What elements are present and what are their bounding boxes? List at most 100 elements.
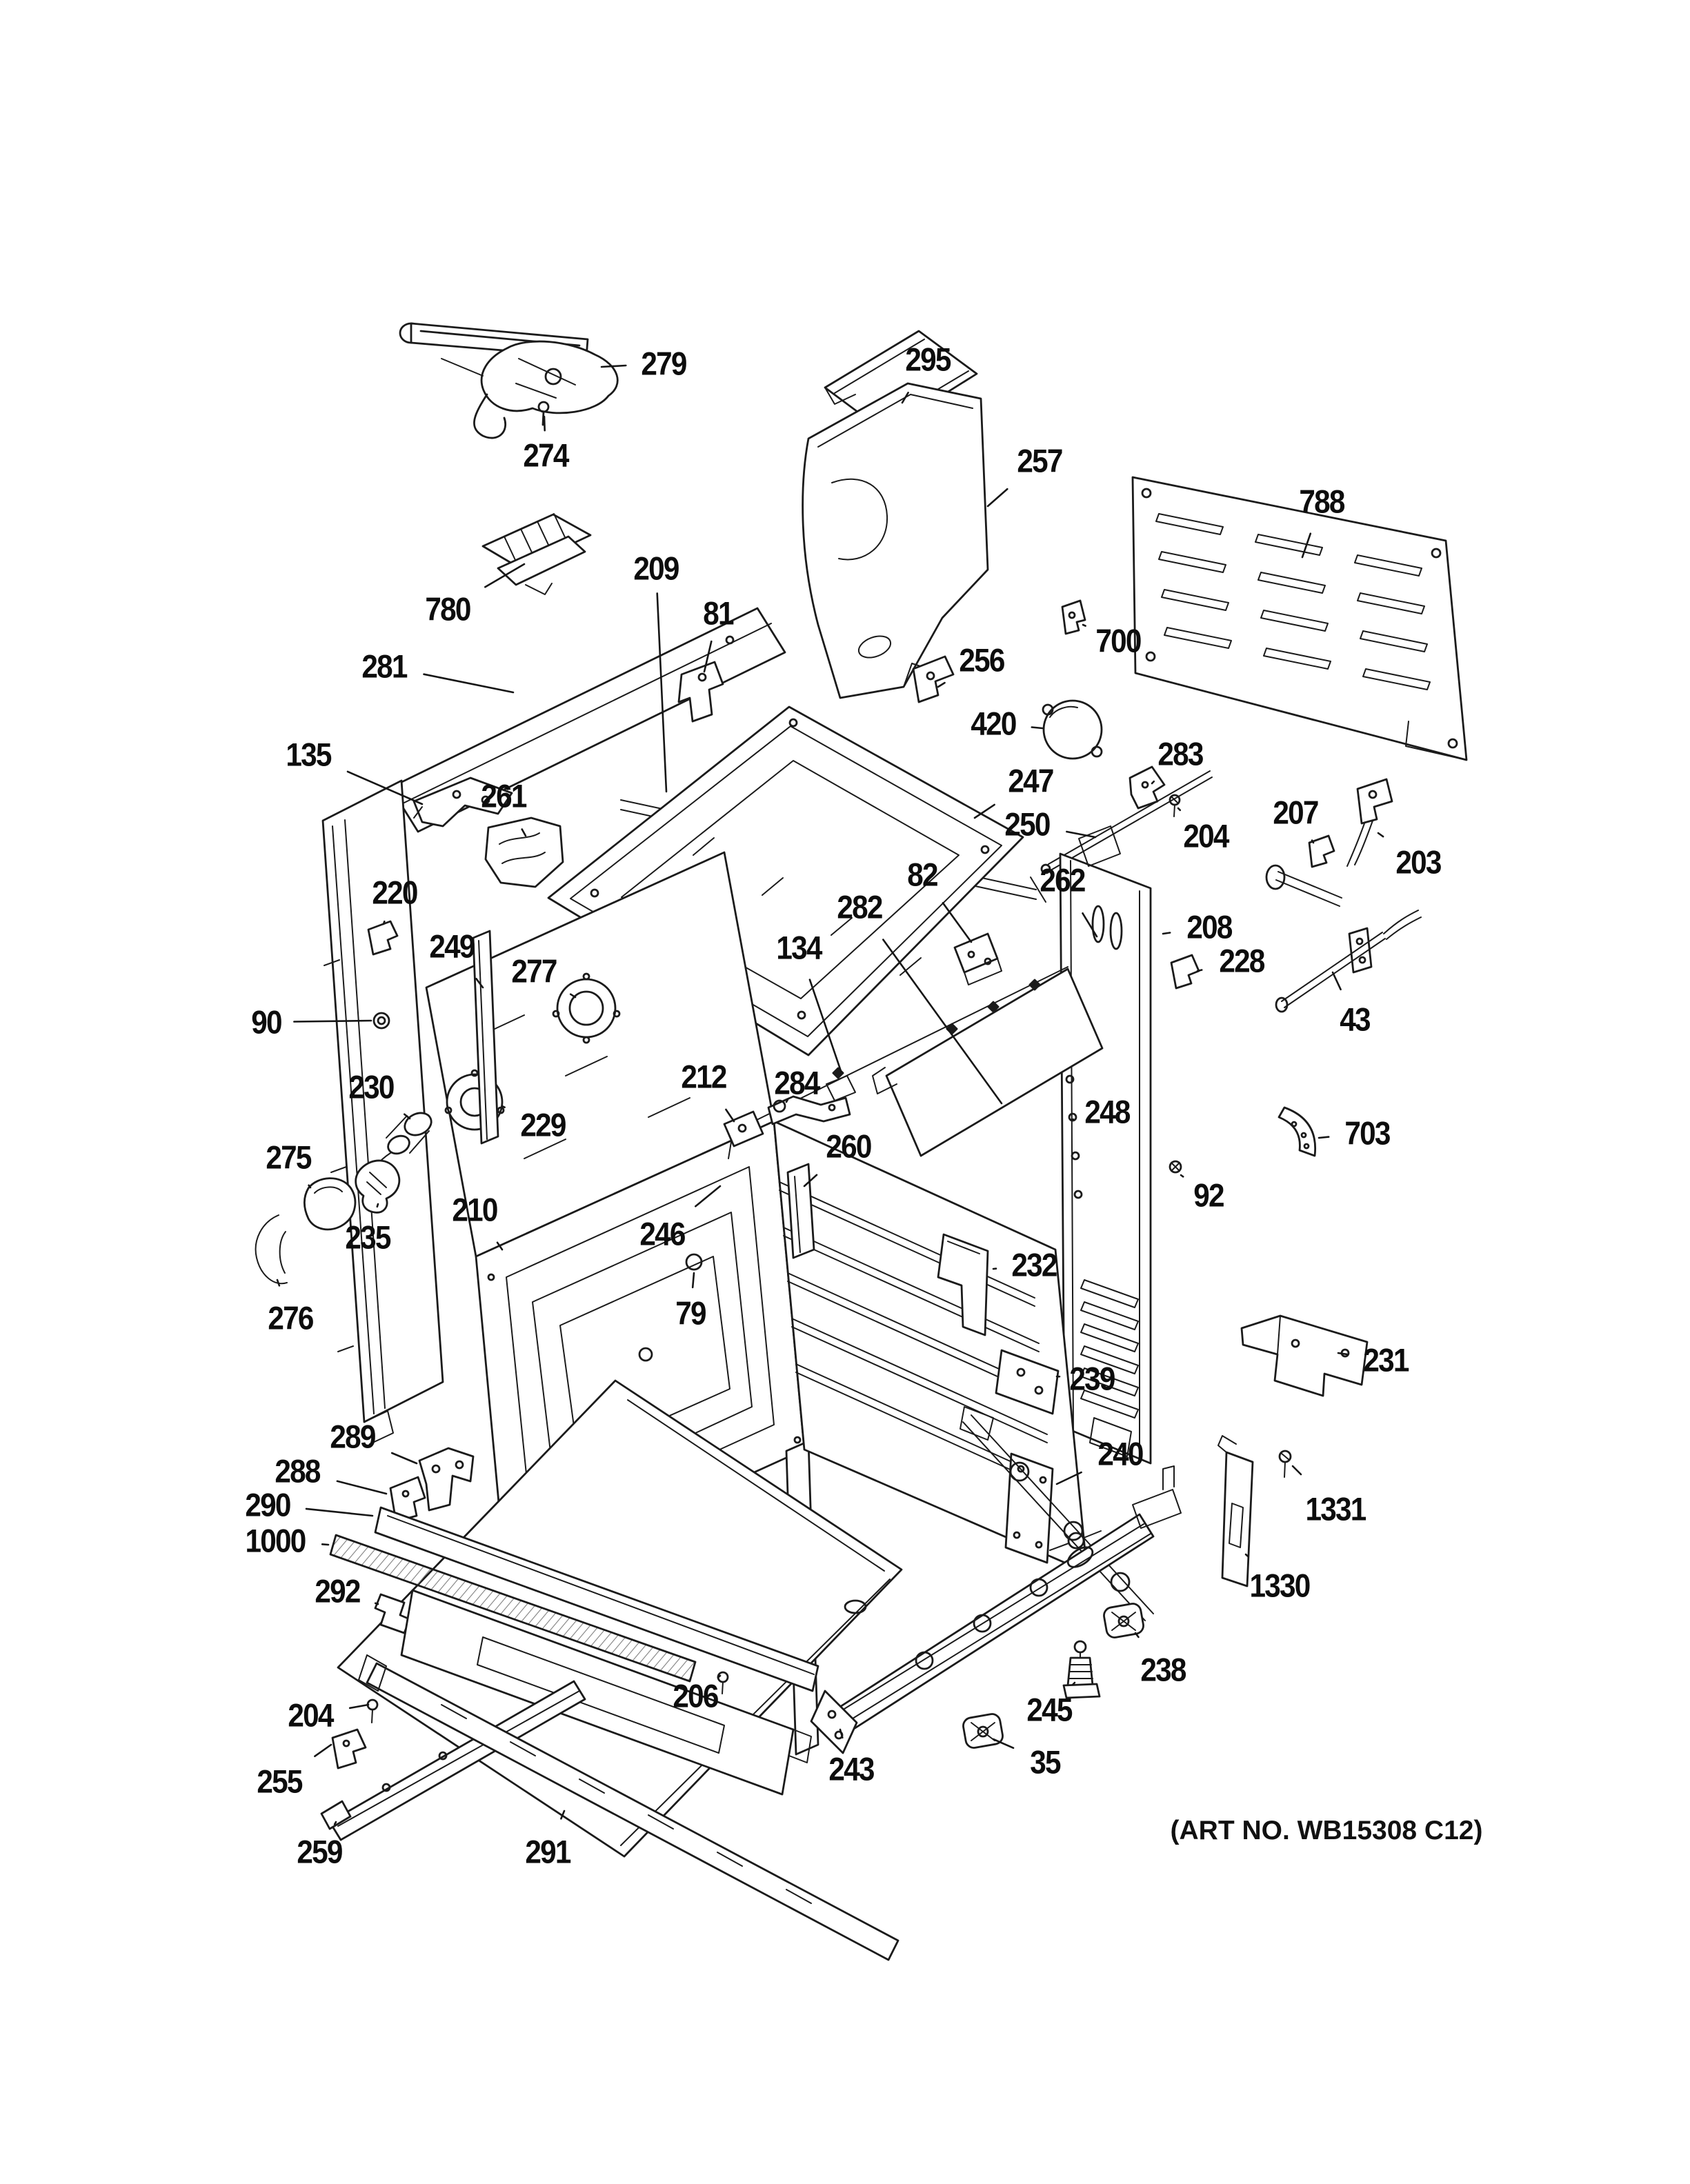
front-lower-panel	[400, 1589, 812, 1796]
leader-line-1331	[1291, 1465, 1302, 1476]
lamp-socket-230	[368, 1112, 433, 1177]
leader-line-247	[973, 803, 995, 819]
rear-panel-788	[1131, 476, 1468, 761]
leader-line-1330	[1244, 1553, 1249, 1557]
leader-line-207	[1311, 839, 1315, 844]
leader-line-90	[293, 1019, 372, 1023]
igniter-203	[1265, 778, 1393, 907]
leader-line-135	[346, 770, 424, 805]
art-number: (ART NO. WB15308 C12)	[1170, 1816, 1483, 1845]
air-duct-panel-257	[802, 382, 989, 699]
leader-line-284	[785, 1099, 789, 1103]
leader-line-420	[1031, 726, 1044, 730]
leader-line-288	[336, 1480, 388, 1495]
leader-line-276	[276, 1279, 281, 1287]
leader-line-235	[376, 1203, 379, 1208]
right-rear-panel-248	[1059, 825, 1152, 1465]
latch-keeper-82	[953, 932, 1002, 985]
leader-line-289	[390, 1452, 418, 1465]
clip-228	[1170, 954, 1200, 990]
leader-line-81	[703, 640, 713, 673]
leader-line-257	[986, 488, 1008, 508]
leader-line-212	[725, 1108, 735, 1123]
leader-line-1000	[321, 1543, 330, 1546]
lamp-lens-275	[303, 1177, 357, 1231]
leader-line-82	[942, 902, 973, 943]
screw-1331	[1278, 1450, 1292, 1478]
lock-rod-250	[1040, 770, 1213, 874]
leader-line-292	[374, 1602, 379, 1605]
leader-line-262	[1082, 912, 1098, 938]
leader-line-700	[1082, 623, 1086, 627]
leader-line-277	[569, 993, 577, 999]
leader-line-238	[1134, 1632, 1140, 1639]
leader-line-204	[1177, 807, 1182, 812]
leader-line-230	[403, 1113, 411, 1120]
screw-204-bottom	[366, 1699, 379, 1723]
leader-line-249	[475, 977, 484, 989]
leader-line-788	[1301, 532, 1312, 559]
leader-line-79	[691, 1272, 695, 1289]
leader-line-35	[992, 1738, 1015, 1749]
clip-255	[331, 1728, 367, 1770]
leader-line-246	[694, 1185, 722, 1208]
front-bracket-289	[418, 1447, 475, 1512]
leader-line-92	[1180, 1174, 1184, 1178]
leader-line-245	[1071, 1681, 1076, 1686]
drawer-glide-243	[810, 1465, 1182, 1754]
leader-line-256	[937, 681, 946, 688]
clip-220	[367, 920, 399, 956]
screw-274	[537, 401, 550, 426]
screw-92	[1169, 1160, 1182, 1174]
leader-line-259	[333, 1821, 337, 1825]
base-right-rail	[960, 1406, 1154, 1621]
clip-292	[374, 1593, 411, 1634]
leader-line-243	[839, 1728, 844, 1739]
leader-line-275	[308, 1184, 312, 1189]
leader-line-291	[560, 1810, 566, 1820]
bracket-231	[1240, 1314, 1369, 1397]
bracket-283	[1129, 765, 1166, 810]
side-insulation-sheet-281	[389, 607, 786, 833]
leader-line-274	[543, 415, 546, 432]
slide-channel-260	[786, 1163, 815, 1259]
leader-line-255	[314, 1743, 332, 1757]
leader-line-231	[1337, 1352, 1348, 1356]
leader-line-279	[600, 364, 627, 368]
round-cover-420	[1042, 699, 1103, 760]
leader-line-248	[1069, 1118, 1075, 1121]
leader-line-203	[1377, 832, 1384, 838]
leader-line-208	[1162, 932, 1171, 935]
support-bracket-239	[995, 1349, 1060, 1415]
leader-line-209	[656, 592, 668, 793]
insulation-261	[484, 817, 564, 888]
leader-line-240	[1055, 1471, 1082, 1485]
latch-bracket-135	[412, 777, 513, 828]
leader-line-134	[808, 979, 843, 1074]
leader-line-210	[496, 1241, 504, 1251]
clip-207	[1308, 834, 1335, 868]
leader-line-43	[1331, 971, 1342, 991]
air-deflector-780	[481, 513, 592, 595]
leader-line-290	[305, 1507, 374, 1517]
clip-700	[1061, 599, 1086, 635]
heat-shield-703	[1278, 1106, 1317, 1157]
foot-pad-238	[1103, 1603, 1144, 1639]
leader-line-204	[348, 1703, 370, 1710]
leader-line-228	[1196, 969, 1203, 972]
lens-gasket-276	[255, 1214, 288, 1285]
leader-line-229	[501, 1105, 506, 1108]
screw-204-top	[1169, 794, 1181, 817]
leader-line-261	[521, 828, 527, 837]
leader-line-780	[484, 563, 526, 588]
hole-79	[685, 1253, 703, 1271]
leveling-leg-245	[1062, 1640, 1101, 1699]
latch-plate-1330	[1217, 1435, 1254, 1587]
leader-line-281	[423, 673, 515, 694]
bracket-256	[912, 655, 955, 703]
bottom-rail-291	[358, 1654, 899, 1961]
vent-wedge-232	[937, 1233, 989, 1336]
leader-line-283	[1151, 780, 1155, 785]
